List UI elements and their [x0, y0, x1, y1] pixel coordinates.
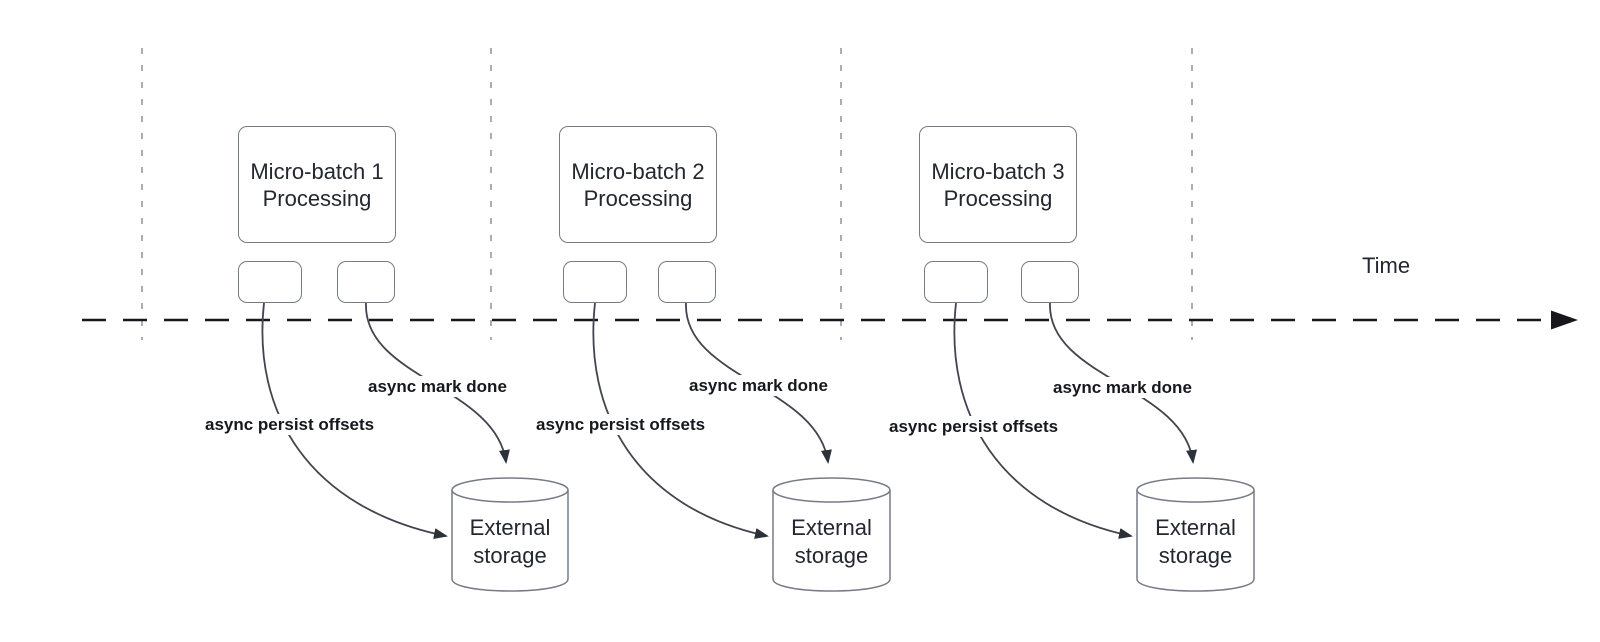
persist-offsets-label-3: async persist offsets [885, 416, 1063, 437]
micro-batch-1-mark-task-box [337, 261, 395, 303]
time-axis-label: Time [1362, 253, 1411, 278]
cylinder-top [451, 477, 569, 503]
persist-offsets-arrow-2 [592, 302, 769, 539]
time-axis-arrowhead-icon [1551, 310, 1578, 330]
external-storage-cylinder-3 [1136, 477, 1255, 592]
micro-batch-3-persist-task-box [924, 261, 988, 303]
persist-offsets-arrow-3 [953, 302, 1133, 539]
cylinder-body [1136, 490, 1255, 592]
micro-batch-2-mark-task-box [658, 261, 716, 303]
micro-batch-3-mark-task-box [1021, 261, 1079, 303]
external-storage-label-2: External storage [791, 515, 872, 568]
external-storage-label-3: External storage [1155, 515, 1236, 568]
cylinder-top [1136, 477, 1255, 503]
micro-batch-1-processing-box: Micro-batch 1 Processing [238, 126, 396, 243]
persist-offsets-label-2: async persist offsets [532, 414, 710, 435]
external-storage-cylinder-2 [772, 477, 891, 592]
micro-batch-3-processing-label: Micro-batch 3 Processing [931, 158, 1065, 211]
micro-batch-2-processing-label: Micro-batch 2 Processing [571, 158, 705, 211]
external-storage-label-1: External storage [469, 515, 551, 568]
cylinder-body [772, 490, 891, 592]
micro-batch-3-processing-box: Micro-batch 3 Processing [919, 126, 1077, 243]
cylinder-top [772, 477, 891, 503]
mark-done-label-2: async mark done [685, 375, 832, 396]
micro-batch-1-persist-task-box [238, 261, 302, 303]
micro-batch-1-processing-label: Micro-batch 1 Processing [250, 158, 384, 211]
mark-done-label-1: async mark done [364, 376, 511, 397]
micro-batch-2-persist-task-box [563, 261, 627, 303]
external-storage-cylinder-1 [451, 477, 569, 592]
persist-offsets-label-1: async persist offsets [201, 414, 379, 435]
micro-batch-2-processing-box: Micro-batch 2 Processing [559, 126, 717, 243]
mark-done-label-3: async mark done [1049, 377, 1196, 398]
persist-offsets-arrow-1 [261, 302, 448, 539]
cylinder-body [451, 490, 569, 592]
